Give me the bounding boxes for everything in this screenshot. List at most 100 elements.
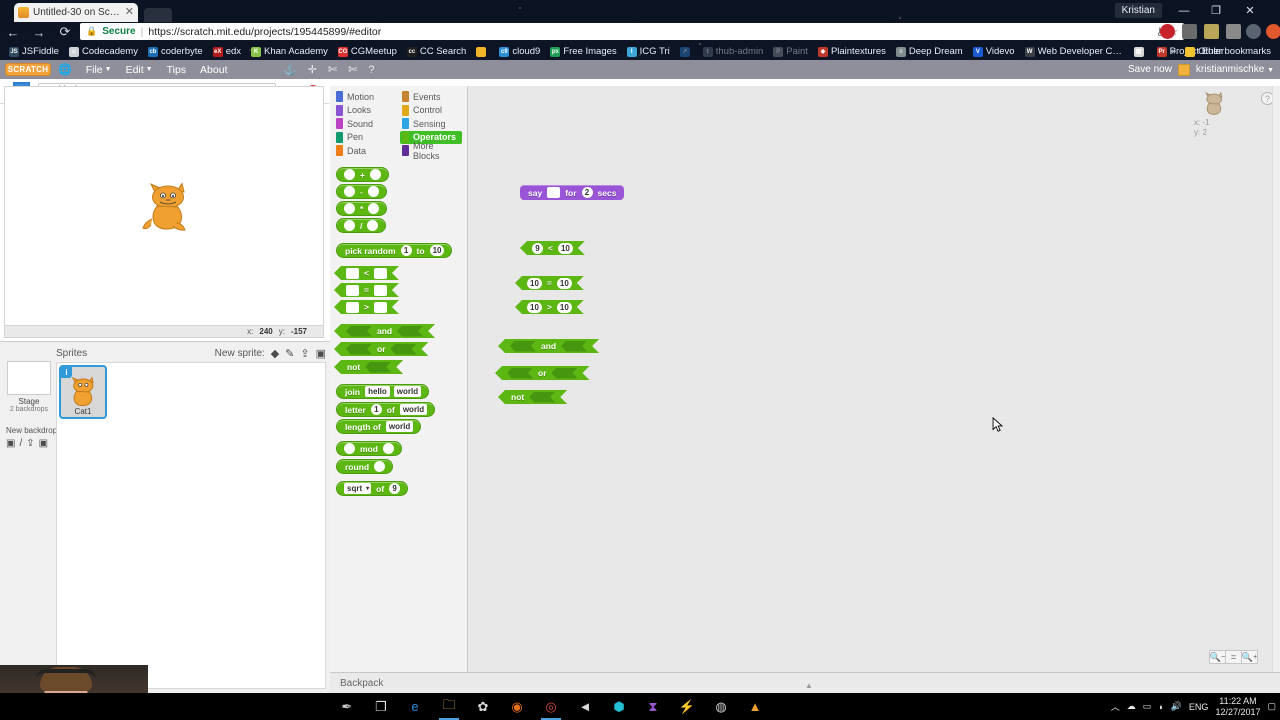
block-boolean-slot[interactable] <box>552 368 578 379</box>
block-number-input[interactable]: 10 <box>558 243 573 254</box>
block-number-input[interactable]: 9 <box>532 243 543 254</box>
and-block[interactable]: and <box>334 324 435 338</box>
show-hidden-icons-icon[interactable]: ︿ <box>1110 702 1120 712</box>
upload-sprite-icon[interactable]: ⇪ <box>300 347 310 360</box>
bookmark-item[interactable]: ≡Deep Dream <box>891 44 968 59</box>
block-empty-input[interactable] <box>346 302 359 313</box>
multiply-block[interactable]: * <box>336 201 388 216</box>
other-bookmarks-folder[interactable]: Other bookmarks <box>1180 44 1276 59</box>
scratch-icon[interactable]: ▲ <box>748 699 762 714</box>
wifi-icon[interactable]: ◗ <box>1158 701 1164 712</box>
subtract-block[interactable]: - <box>336 184 387 199</box>
shrink-alt-icon[interactable]: ✄ <box>348 64 358 76</box>
language-globe-icon[interactable]: 🌐 <box>58 64 72 76</box>
add-block[interactable]: + <box>336 167 389 182</box>
and-block[interactable]: and <box>498 339 599 353</box>
less-than-block[interactable]: < <box>334 266 399 280</box>
window-user-label[interactable]: Kristian <box>1114 3 1162 18</box>
cat-sprite[interactable] <box>140 182 195 232</box>
bookmark-item[interactable] <box>471 44 494 59</box>
block-empty-input[interactable] <box>374 461 386 472</box>
obs-icon[interactable]: ◍ <box>715 698 727 714</box>
category-data[interactable]: Data <box>334 144 396 157</box>
backpack-caret-icon[interactable]: ▲ <box>805 681 813 690</box>
username-menu[interactable]: kristianmischke ▼ <box>1195 64 1274 75</box>
save-now-button[interactable]: Save now <box>1128 64 1172 75</box>
menu-file[interactable]: File▼ <box>85 63 112 76</box>
block-boolean-slot[interactable] <box>529 392 555 403</box>
camera-backdrop-icon[interactable]: ▣ <box>38 438 49 449</box>
greater-than-block[interactable]: > <box>334 300 399 314</box>
sprite-item-cat1[interactable]: i Cat1 <box>59 365 107 419</box>
address-bar[interactable]: 🔒 Secure | https://scratch.mit.edu/proje… <box>80 23 1184 40</box>
block-boolean-slot[interactable] <box>510 341 536 352</box>
block-number-input[interactable]: 10 <box>557 302 572 313</box>
pinterest-extension-icon[interactable] <box>1160 24 1175 39</box>
new-tab-button[interactable] <box>144 8 172 22</box>
upload-backdrop-icon[interactable]: ⇪ <box>26 438 35 449</box>
category-sound[interactable]: Sound <box>334 117 396 130</box>
block-number-input[interactable]: 10 <box>557 278 572 289</box>
lastpass-extension-icon[interactable] <box>1204 24 1219 39</box>
block-empty-input[interactable] <box>547 187 561 198</box>
stage-selector[interactable]: Stage 2 backdrops <box>4 361 54 421</box>
category-looks[interactable]: Looks <box>334 104 396 117</box>
task-view-icon[interactable]: ❐ <box>375 698 387 714</box>
sublime-icon[interactable]: ⚡ <box>678 698 696 714</box>
unity-icon[interactable]: ◄ <box>578 699 592 714</box>
block-number-input[interactable]: 10 <box>527 302 542 313</box>
block-boolean-slot[interactable] <box>397 326 423 337</box>
block-boolean-slot[interactable] <box>346 326 372 337</box>
block-empty-input[interactable] <box>346 268 359 279</box>
category-motion[interactable]: Motion <box>334 90 396 103</box>
zoom-reset-button[interactable]: = <box>1225 650 1242 664</box>
battery-icon[interactable]: ▭ <box>1142 701 1152 711</box>
paint-sprite-icon[interactable]: ✎ <box>285 347 295 360</box>
divide-block[interactable]: / <box>336 218 387 233</box>
scratch-logo[interactable]: SCRATCH <box>5 63 51 76</box>
bookmark-item[interactable]: ▤ <box>1129 44 1152 59</box>
block-empty-input[interactable] <box>344 169 355 180</box>
block-empty-input[interactable] <box>382 443 394 454</box>
volume-icon[interactable]: 🔊 <box>1170 701 1182 711</box>
block-empty-input[interactable] <box>369 169 381 180</box>
shrink-icon[interactable]: ✄ <box>327 64 338 76</box>
language-indicator[interactable]: ENG <box>1188 701 1209 712</box>
block-empty-input[interactable] <box>344 220 355 231</box>
block-number-input[interactable]: 10 <box>429 245 445 256</box>
block-text-input[interactable]: world <box>385 421 414 432</box>
block-number-input[interactable]: 2 <box>581 187 593 198</box>
eyedropper-extension-icon[interactable] <box>1182 24 1197 39</box>
notification-icon[interactable]: ▢ <box>1267 701 1276 711</box>
category-events[interactable]: Events <box>400 90 462 103</box>
drive-extension-icon[interactable] <box>1246 24 1261 39</box>
bookmark-item[interactable]: ◆Plaintextures <box>813 44 891 59</box>
or-block[interactable]: or <box>334 342 429 356</box>
category-pen[interactable]: Pen <box>334 131 396 144</box>
browser-tab[interactable]: Untitled-30 on Scratch ✕ <box>14 3 138 22</box>
back-icon[interactable]: ← <box>6 24 20 40</box>
block-empty-input[interactable] <box>346 285 359 296</box>
reload-icon[interactable]: ⟳ <box>59 24 71 39</box>
round-block[interactable]: round <box>336 459 394 474</box>
chrome-icon[interactable]: ◎ <box>534 693 568 720</box>
choose-backdrop-icon[interactable]: ▣ <box>6 438 16 449</box>
block-text-input[interactable]: world <box>399 404 428 415</box>
stamp-icon[interactable]: ⚓ <box>283 64 297 76</box>
block-text-input[interactable]: hello <box>365 386 390 397</box>
block-number-input[interactable]: 10 <box>527 278 542 289</box>
bookmark-item[interactable]: ↗ <box>675 44 698 59</box>
app-teal-icon[interactable]: ⬢ <box>613 698 625 714</box>
minimize-window-button[interactable]: — <box>1178 4 1190 17</box>
help-icon[interactable]: ? <box>368 63 375 76</box>
